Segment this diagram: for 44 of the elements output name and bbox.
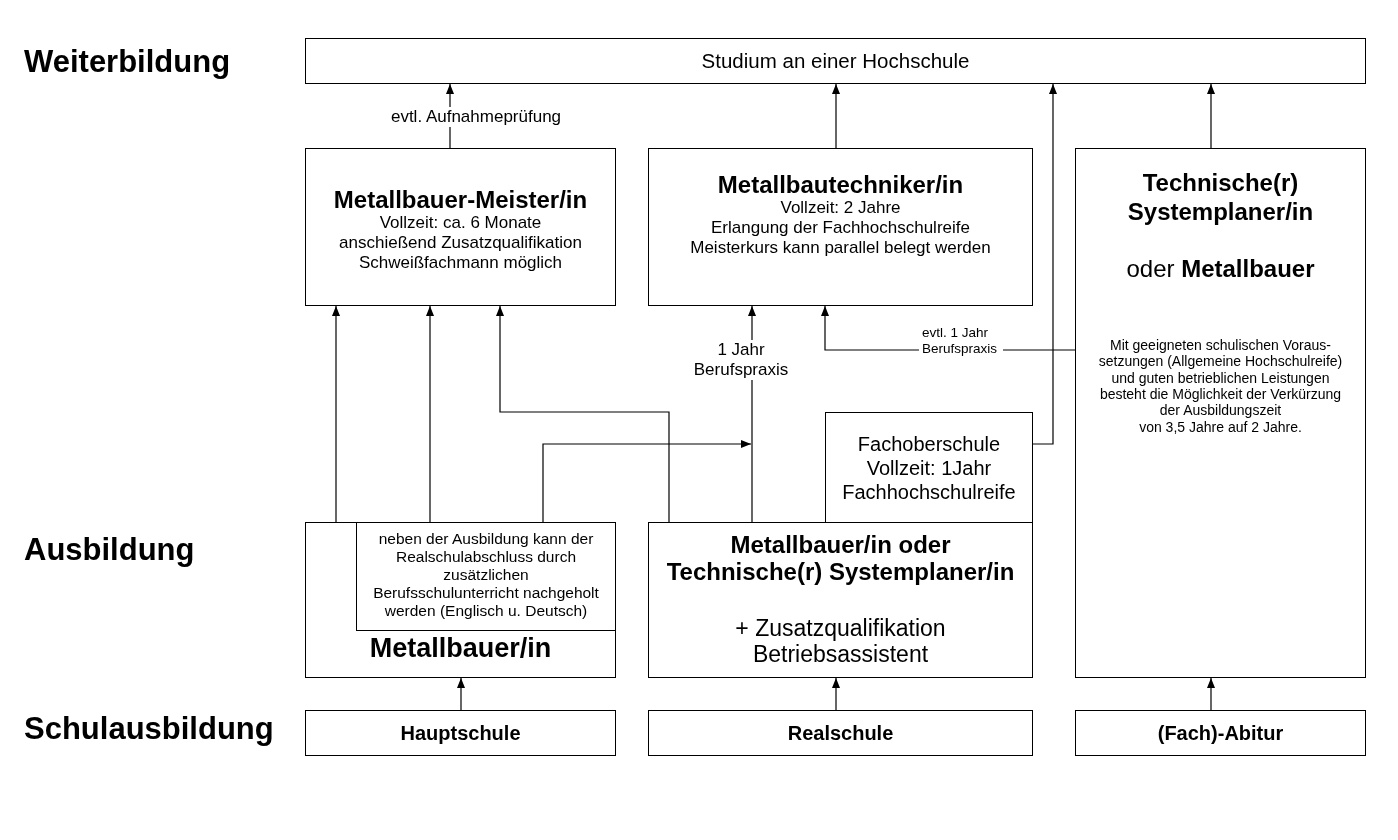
node-text: Studium an einer Hochschule [701,49,970,73]
process-box [305,38,1366,84]
node-text: Fachoberschule Vollzeit: 1Jahr Fachhochschulreife [841,431,1017,504]
node-text: neben der Ausbildung kann der Realschulabschluss durch zusätzlichen Berufsschulunterricht nachgeholt werden (Englisch u. Deutsch) [372,530,600,620]
edge-label: evtl. 1 Jahr Berufspraxis [919,325,1003,357]
process-box [648,148,1033,306]
arrow [426,305,434,523]
node-text: Erlangung der Fachhochschulreife [711,218,970,238]
node-text: Vollzeit: 2 Jahre [780,198,901,218]
arrow [332,305,340,523]
process-box [1075,148,1366,678]
arrow [1207,677,1215,711]
node-title: Technische(r) Systemplaner/in [1126,168,1315,226]
node-title: (Fach)-Abitur [1157,721,1284,745]
node-text: + Zusatzqualifikation Betriebsassistent [734,615,947,667]
arrow [832,83,840,149]
node-title: Realschule [787,721,894,745]
node-text: anschießend Zusatzqualifikation Schweißfachmann möglich [338,233,583,273]
arrow [457,677,465,711]
node-title: Metallbauer/in oder Technische(r) Systemplaner/in [665,530,1016,585]
process-box [1075,710,1366,756]
process-box [648,710,1033,756]
node-text: von 3,5 Jahre auf 2 Jahre. [1139,418,1302,435]
node-title: Hauptschule [400,721,521,745]
row-label: Schulausbildung [24,711,274,747]
process-box [305,710,616,756]
node-title: Metallbautechniker/in [717,172,964,198]
arrow [1207,83,1215,149]
arrow [1032,83,1057,445]
node-title: Metallbauer-Meister/in [333,187,588,213]
arrow [832,677,840,711]
node-title: Metallbauer/in [369,633,552,663]
arrow [542,440,752,523]
row-label: Ausbildung [24,532,195,568]
node-text: Vollzeit: ca. 6 Monate [379,213,542,233]
node-text: Meisterkurs kann parallel belegt werden [690,238,991,258]
note-box [356,522,616,631]
process-box [305,148,616,306]
arrow [496,305,670,523]
process-box [825,412,1033,523]
row-label: Weiterbildung [24,44,231,80]
process-box [305,522,616,678]
node-text: oder Metallbauer [1126,254,1315,283]
process-box [648,522,1033,678]
